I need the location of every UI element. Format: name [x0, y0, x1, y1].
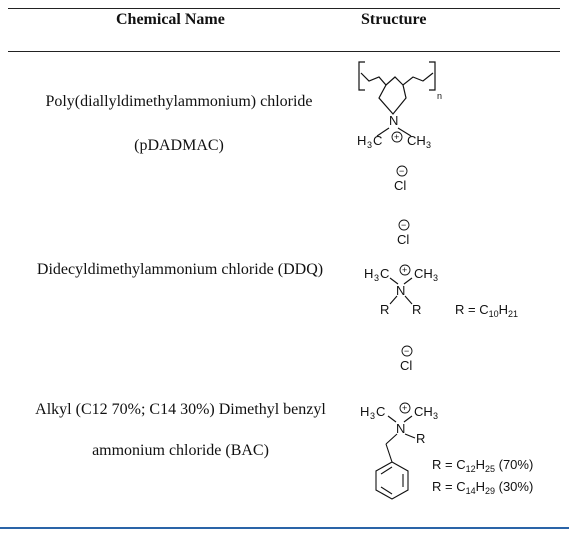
row2-minus-charge: −: [401, 220, 406, 230]
row1-name-line1: Poly(diallyldimethylammonium) chloride: [45, 93, 313, 110]
row2-name: Didecyldimethylammonium chloride (DDQ): [36, 261, 324, 278]
row1-plus-charge: +: [394, 132, 399, 142]
row2-structure-ddq: − Cl H 3 C + CH 3 N R R R = C10H21: [364, 219, 518, 319]
row3-nitrogen: N: [396, 421, 405, 436]
row3-r-variant-2: R = C14H29 (30%): [432, 479, 533, 496]
row1-plus-charge-ring: [391, 131, 403, 143]
row3-methyl-left-c: C: [376, 404, 385, 419]
header-bottom-rule: [8, 51, 560, 52]
row3-name-line2: ammonium chloride (BAC): [92, 442, 269, 459]
row2-chloride: Cl: [397, 232, 409, 247]
row3-methyl-right-sub: 3: [433, 411, 438, 421]
row1-methyl-left-sub: 3: [367, 140, 372, 150]
table-top-rule: [8, 8, 560, 9]
row1-minus-charge: −: [399, 166, 404, 176]
row3-methyl-right: CH: [414, 404, 433, 419]
row2-methyl-left-sub: 3: [374, 273, 379, 283]
row3-r-variant-1: R = C12H25 (70%): [432, 457, 533, 474]
row1-methyl-left: H: [357, 133, 366, 148]
row1-name-line2: (pDADMAC): [134, 137, 224, 154]
row1-methyl-right-sub: 3: [426, 140, 431, 150]
row1-structure-pdadmac: n N H 3 C + CH 3 − Cl: [357, 61, 442, 193]
row3-methyl-left-sub: 3: [370, 411, 375, 421]
row2-plus-charge-ring: [399, 264, 411, 276]
row1-methyl-left-c: C: [373, 133, 382, 148]
header-chemical-name: Chemical Name: [116, 11, 225, 28]
row3-name-line1: Alkyl (C12 70%; C14 30%) Dimethyl benzyl: [35, 401, 326, 418]
row2-minus-charge-ring: [398, 219, 410, 231]
row1-n-label: n: [437, 91, 442, 101]
row3-r-label: R: [416, 431, 425, 446]
row2-methyl-right-sub: 3: [433, 273, 438, 283]
table-bottom-rule: [0, 527, 569, 529]
row1-chloride: Cl: [394, 178, 406, 193]
row3-plus-charge: +: [402, 403, 407, 413]
row2-plus-charge: +: [402, 265, 407, 275]
row2-methyl-left: H: [364, 266, 373, 281]
row1-nitrogen: N: [389, 113, 398, 128]
row3-methyl-left: H: [360, 404, 369, 419]
row2-methyl-right: CH: [414, 266, 433, 281]
header-structure: Structure: [361, 11, 427, 28]
row3-minus-charge: −: [404, 346, 409, 356]
row2-r-left: R: [380, 302, 389, 317]
row1-minus-charge-ring: [396, 165, 408, 177]
row1-methyl-right: CH: [407, 133, 426, 148]
row3-chloride: Cl: [400, 358, 412, 373]
row3-plus-charge-ring: [399, 402, 411, 414]
row2-r-right: R: [412, 302, 421, 317]
row3-structure-bac: − Cl H 3 C + CH 3 N R R = C12H25 (70%) R…: [360, 345, 533, 500]
row2-methyl-left-c: C: [380, 266, 389, 281]
row3-minus-charge-ring: [401, 345, 413, 357]
row2-nitrogen: N: [396, 283, 405, 298]
row2-r-definition: R = C10H21: [455, 302, 518, 319]
